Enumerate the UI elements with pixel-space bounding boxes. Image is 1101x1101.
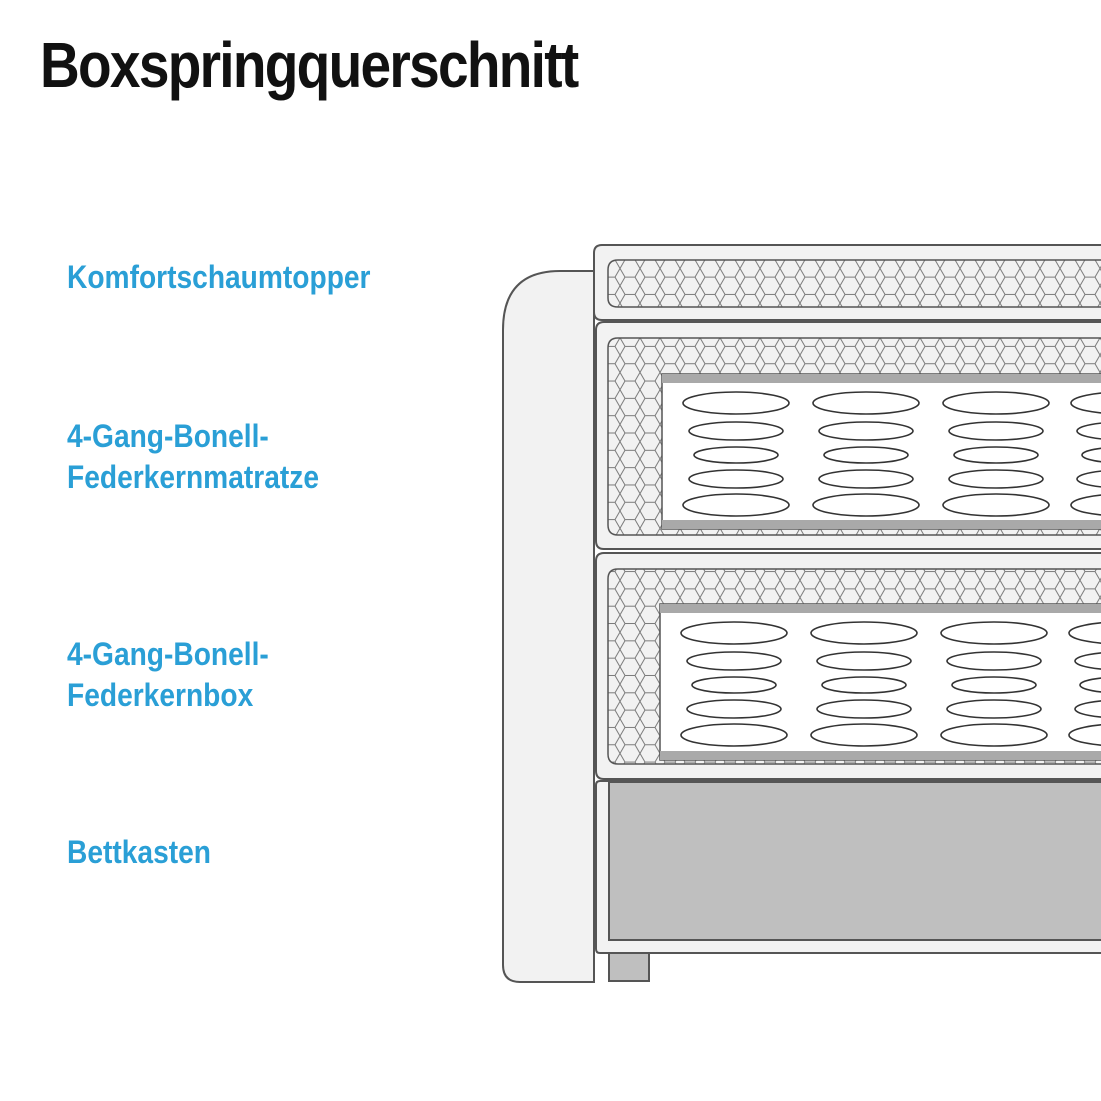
label-mattress-line-1: 4-Gang-Bonell- [67,418,269,454]
label-box-line-2: Federkernbox [67,677,254,713]
page-title: Boxspringquerschnitt [40,29,579,101]
bed-foot [608,952,650,982]
box-top-plate [660,604,1101,613]
headboard [502,270,595,983]
label-base-line-1: Bettkasten [67,834,211,870]
label-base: Bettkasten [67,832,211,873]
box-layer [595,552,1101,780]
label-topper-line-1: Komfortschaumtopper [67,259,371,295]
mattress-bottom-plate [662,520,1101,529]
label-box: 4-Gang-Bonell- Federkernbox [67,634,269,716]
topper-layer [593,244,1101,321]
mattress-top-plate [662,374,1101,383]
box-spring-core [659,603,1101,761]
label-mattress: 4-Gang-Bonell- Federkernmatratze [67,416,319,498]
mattress-layer [595,321,1101,550]
label-mattress-line-2: Federkernmatratze [67,459,319,495]
base-layer [595,780,1101,982]
label-topper: Komfortschaumtopper [67,257,371,298]
box-bottom-plate [660,751,1101,760]
label-box-line-1: 4-Gang-Bonell- [67,636,269,672]
